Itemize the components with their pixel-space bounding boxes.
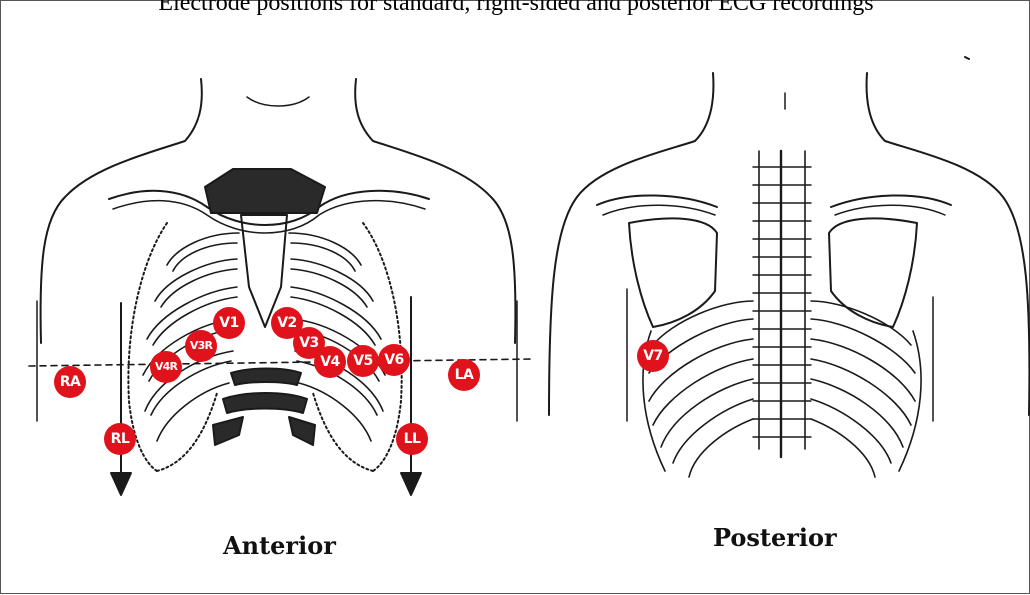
electrode-v6: V6 — [378, 344, 410, 376]
electrode-v3r: V3R — [185, 330, 217, 362]
scan-speck — [965, 57, 969, 59]
left-scapula — [629, 218, 717, 327]
right-scapula — [829, 218, 917, 327]
electrode-rl: RL — [104, 423, 136, 455]
anterior-costal-shading — [213, 369, 315, 446]
electrode-v1: V1 — [213, 307, 245, 339]
posterior-ribs-right — [811, 301, 921, 477]
rl-arrowhead — [111, 473, 131, 495]
electrode-v4: V4 — [314, 346, 346, 378]
posterior-shoulders — [597, 195, 951, 215]
posterior-spine — [753, 151, 811, 457]
electrode-ll: LL — [396, 423, 428, 455]
posterior-ribs-left — [643, 301, 753, 477]
posterior-label: Posterior — [713, 523, 837, 552]
electrode-v4r: V4R — [150, 351, 182, 383]
electrode-la: LA — [448, 359, 480, 391]
anterior-label: Anterior — [223, 531, 336, 560]
posterior-outline — [549, 73, 1029, 415]
anterior-manubrium-shade — [205, 169, 325, 213]
electrode-v5: V5 — [347, 345, 379, 377]
electrode-v7: V7 — [637, 340, 669, 372]
electrode-ra: RA — [54, 366, 86, 398]
ll-arrowhead — [401, 473, 421, 495]
